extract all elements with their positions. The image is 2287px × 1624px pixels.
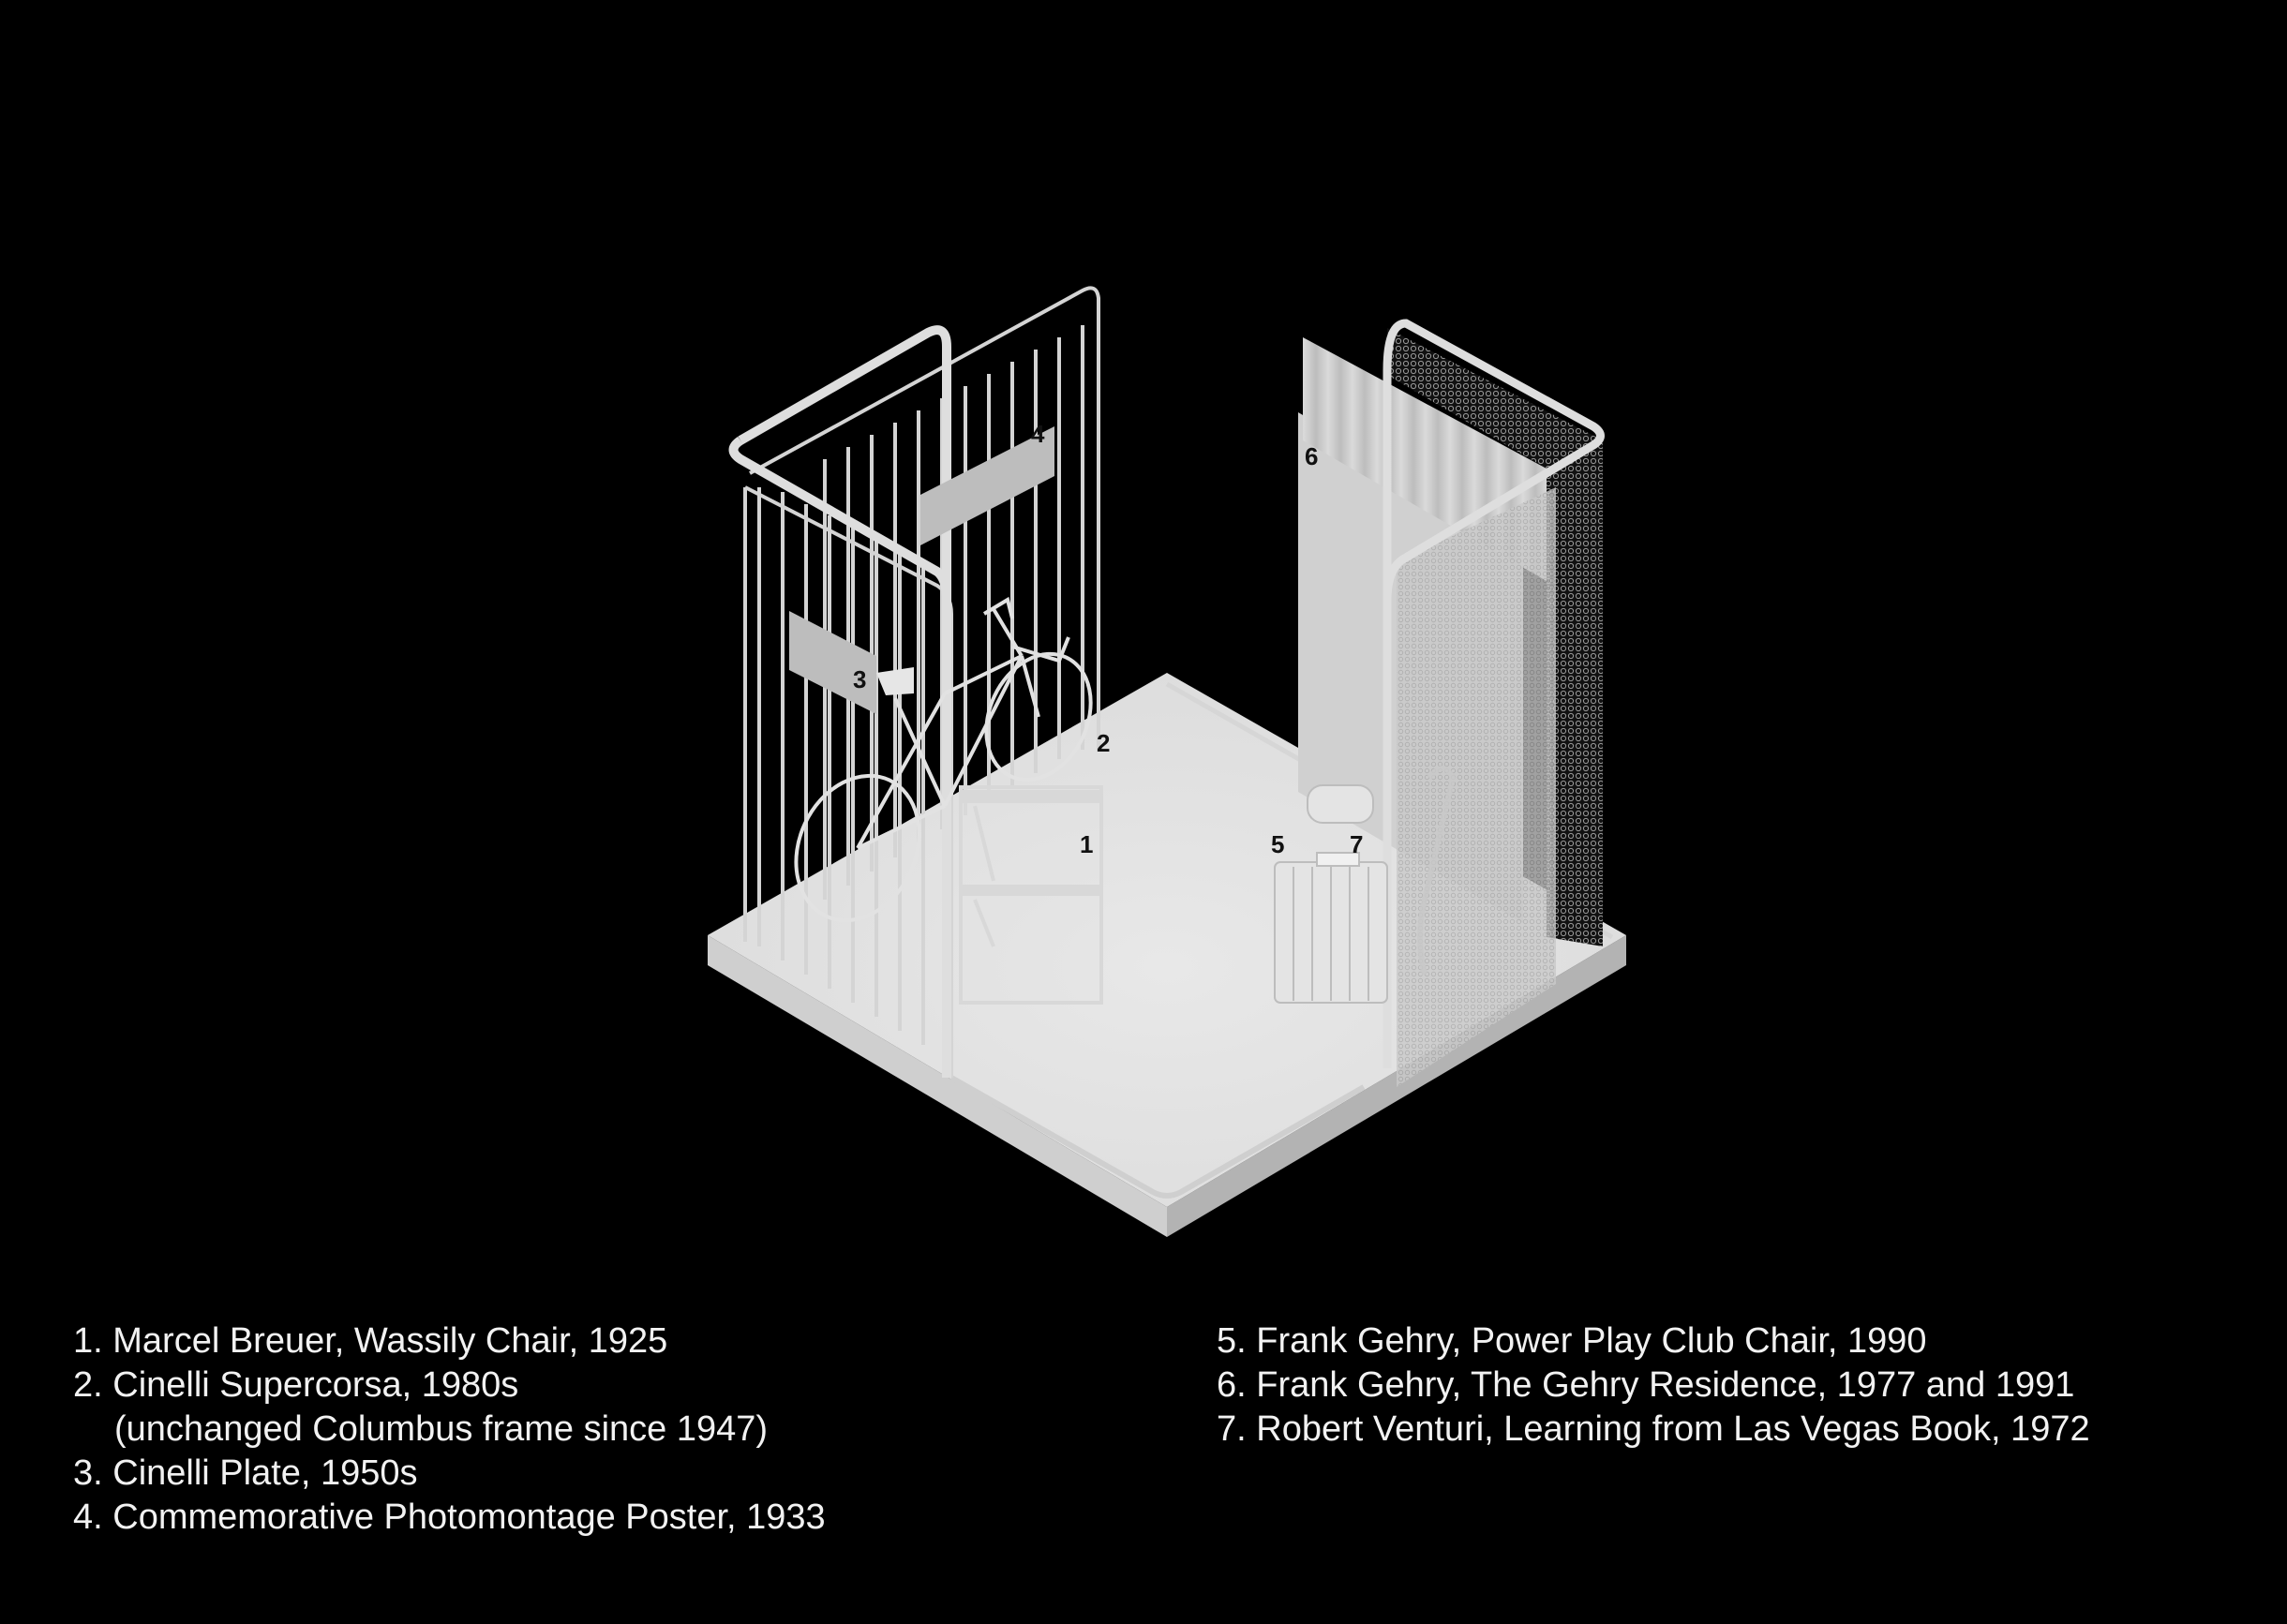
corrugated-wall [1303, 337, 1547, 581]
isometric-exhibition-scene: 1 2 3 4 5 6 7 [708, 286, 1626, 1237]
bicycle [794, 596, 1093, 923]
legend-item-6: 6. Frank Gehry, The Gehry Residence, 197… [1217, 1365, 2075, 1405]
marker-4: 4 [1031, 420, 1045, 448]
legend-item-2: 2. Cinelli Supercorsa, 1980s [73, 1365, 519, 1405]
marker-3: 3 [853, 665, 867, 693]
right-tube-frame [1383, 319, 1605, 1068]
marker-1: 1 [1080, 830, 1094, 858]
legend-item-7: 7. Robert Venturi, Learning from Las Veg… [1217, 1409, 2090, 1449]
poster-4 [920, 426, 1054, 545]
power-play-chair [1274, 784, 1388, 1004]
legend-item-1: 1. Marcel Breuer, Wassily Chair, 1925 [73, 1321, 668, 1361]
chainlink-mesh-front [1397, 487, 1556, 1087]
marker-6: 6 [1305, 442, 1319, 470]
legend-item-2-note: (unchanged Columbus frame since 1947) [114, 1409, 769, 1449]
legend-left: 1. Marcel Breuer, Wassily Chair, 1925 2.… [73, 1319, 826, 1540]
legend-item-4: 4. Commemorative Photomontage Poster, 19… [73, 1497, 826, 1537]
marker-5: 5 [1271, 830, 1285, 858]
marker-2: 2 [1097, 729, 1111, 757]
legend-right: 5. Frank Gehry, Power Play Club Chair, 1… [1217, 1319, 2090, 1452]
legend-item-3: 3. Cinelli Plate, 1950s [73, 1453, 418, 1493]
plate-3 [789, 611, 876, 714]
left-tube-frame [738, 325, 951, 1078]
power-play-chair-mesh-behind [1417, 766, 1457, 976]
legend-item-5: 5. Frank Gehry, Power Play Club Chair, 1… [1217, 1321, 1927, 1361]
marker-7: 7 [1350, 830, 1364, 858]
wassily-chair [959, 785, 1103, 1005]
